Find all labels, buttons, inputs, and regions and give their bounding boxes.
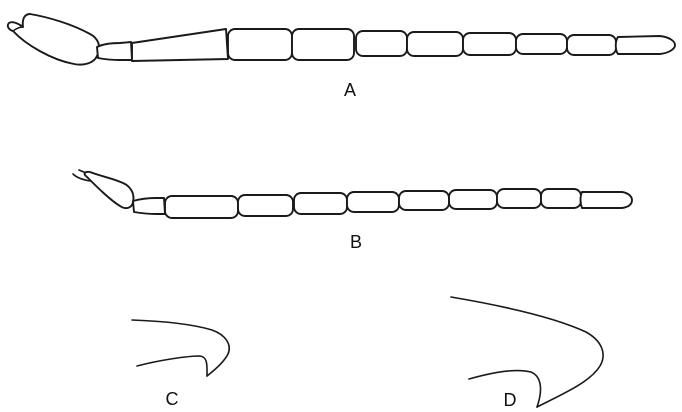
claw-c-inner-curve <box>136 355 208 377</box>
antenna-b-segment-4 <box>237 194 294 217</box>
antenna-a-segment-9 <box>515 33 568 55</box>
antenna-a-pedicel <box>96 41 133 61</box>
antenna-a-scape <box>6 13 101 66</box>
antenna-b-segment-10 <box>540 188 582 209</box>
antenna-b-segment-6 <box>346 191 400 213</box>
antenna-a: A <box>6 13 676 100</box>
antenna-b: B <box>72 169 633 252</box>
antenna-a-scape-tip <box>12 26 24 32</box>
antenna-b-scape <box>83 170 135 210</box>
antenna-a-segment-3 <box>131 28 229 62</box>
antenna-a-segment-4 <box>227 28 293 61</box>
antenna-b-segment-8 <box>448 189 498 210</box>
claw-c-outer-curve <box>131 319 230 377</box>
panel-label-c: C <box>166 389 179 409</box>
antenna-b-stalk-line <box>72 173 91 182</box>
claw-d-inner-curve <box>468 369 542 408</box>
claw-d: D <box>450 296 604 410</box>
antenna-b-terminal-segment <box>579 191 633 209</box>
antenna-a-segment-10 <box>566 34 617 56</box>
claw-d-outer-curve <box>450 296 604 408</box>
antenna-a-segment-8 <box>462 32 517 56</box>
antenna-b-segment-5 <box>293 192 348 215</box>
panel-label-a: A <box>344 80 356 100</box>
claw-c: C <box>131 319 230 409</box>
antenna-b-segment-7 <box>398 190 450 211</box>
antenna-a-segment-7 <box>406 31 464 57</box>
antenna-b-segment-9 <box>496 188 542 209</box>
antenna-b-segment-3 <box>164 195 239 219</box>
antenna-a-terminal-segment <box>614 35 676 55</box>
antenna-a-segment-5 <box>291 28 355 61</box>
panel-label-b: B <box>350 232 362 252</box>
antenna-b-pedicel <box>132 197 166 215</box>
panel-label-d: D <box>504 390 517 410</box>
antenna-a-segment-6 <box>355 30 408 57</box>
